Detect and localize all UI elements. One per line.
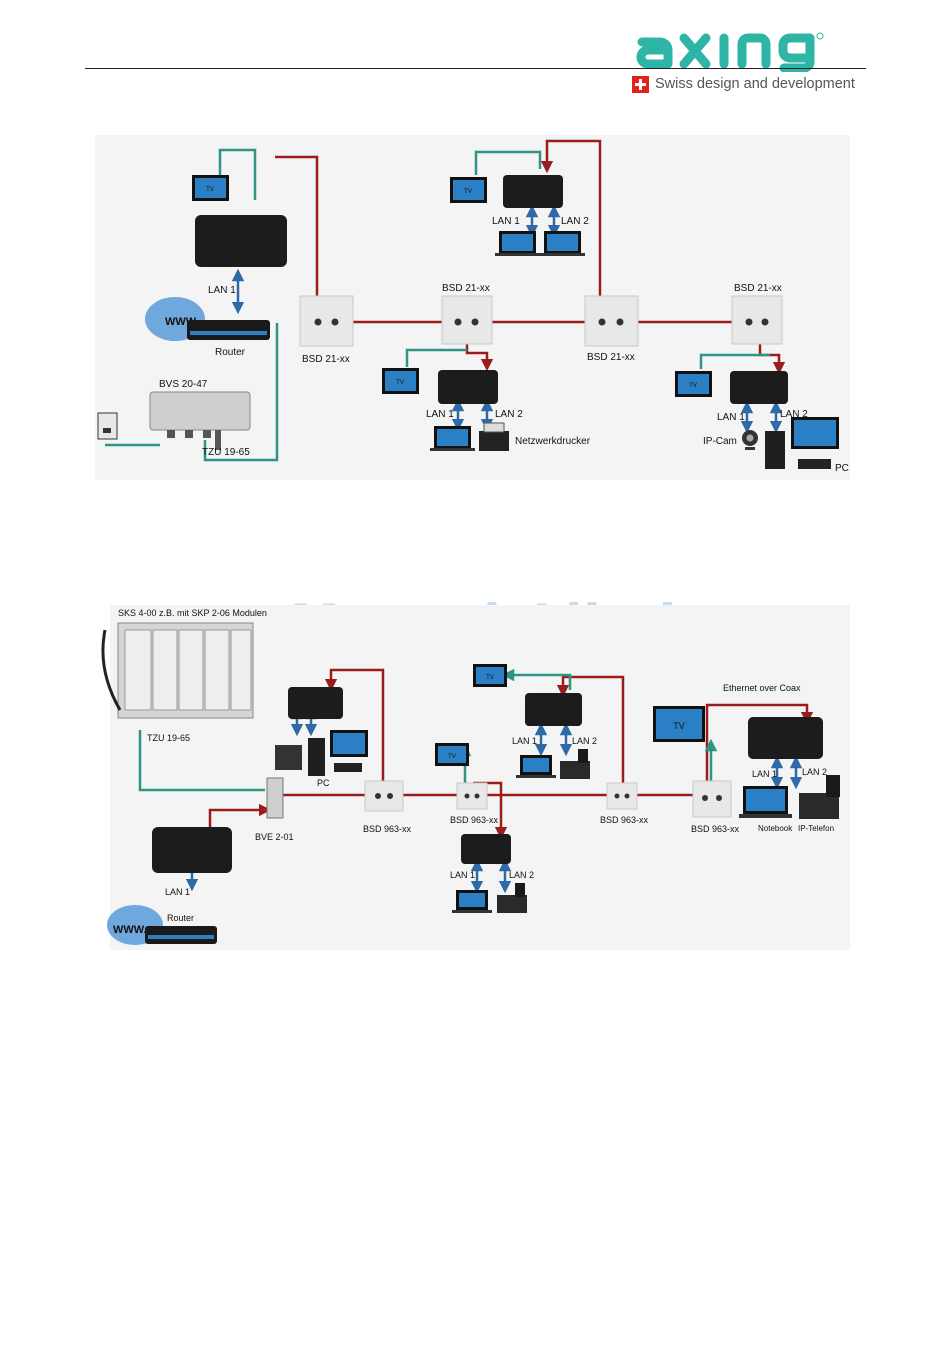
header-rule	[85, 68, 866, 69]
eoc-adapter-2	[503, 175, 563, 208]
laptop-icon	[495, 231, 540, 256]
eoc-adapter	[461, 834, 511, 864]
svg-text:TV: TV	[486, 675, 494, 681]
ip-telephone-icon	[799, 775, 840, 819]
svg-text:TV: TV	[673, 721, 685, 731]
label-lan1: LAN 1	[426, 409, 454, 420]
ip-cam-icon	[742, 430, 758, 450]
label-notebook: Notebook	[758, 824, 793, 833]
pc-icon	[275, 730, 368, 776]
label-router: Router	[215, 347, 246, 358]
svg-text:TV: TV	[206, 187, 214, 193]
label-lan1: LAN 1	[492, 216, 520, 227]
sks-headend	[101, 622, 254, 719]
label-ip-cam: IP-Cam	[703, 436, 737, 447]
laptop-icon	[430, 426, 475, 451]
wall-power-socket	[97, 412, 118, 440]
eoc-adapter	[288, 687, 343, 719]
svg-text:WWW.: WWW.	[113, 924, 147, 936]
printer-icon	[479, 422, 509, 451]
eoc-adapter	[748, 717, 823, 759]
tv-icon: TV	[473, 664, 507, 687]
label-lan1: LAN 1	[717, 412, 745, 423]
label-bvs: BVS 20-47	[159, 379, 208, 390]
bsd963-socket-2	[456, 782, 488, 810]
laptop-icon	[540, 231, 585, 256]
axing-logo: axing	[632, 24, 824, 72]
eoc-adapter	[525, 693, 582, 726]
eoc-adapter	[152, 827, 232, 873]
label-tzu: TZU 19-65	[147, 733, 190, 743]
bvs-amplifier	[149, 391, 251, 450]
label-router: Router	[167, 913, 194, 923]
label-pc: PC	[317, 778, 330, 788]
label-sks: SKS 4-00 z.B. mit SKP 2-06 Modulen	[118, 608, 267, 618]
logo-text: axing	[632, 24, 635, 25]
label-lan1: LAN 1	[752, 769, 777, 779]
svg-text:TV: TV	[448, 754, 456, 760]
label-bve: BVE 2-01	[255, 832, 294, 842]
bsd-socket-2	[441, 295, 493, 345]
bsd963-socket-1	[364, 780, 404, 812]
bsd-socket-3	[584, 295, 639, 347]
label-bsd-4: BSD 21-xx	[734, 283, 782, 294]
router-icon	[187, 320, 270, 340]
eoc-adapter-3	[438, 370, 498, 404]
label-bsd963: BSD 963-xx	[363, 824, 412, 834]
bsd-socket-4	[731, 295, 783, 345]
label-lan2: LAN 2	[780, 409, 808, 420]
label-lan2: LAN 2	[509, 870, 534, 880]
label-lan2: LAN 2	[572, 736, 597, 746]
eoc-adapter-4	[730, 371, 788, 404]
bsd963-socket-4	[692, 780, 732, 818]
svg-text:TV: TV	[689, 383, 697, 389]
label-lan1: LAN 1	[208, 285, 236, 296]
swiss-flag-icon	[632, 75, 649, 93]
label-bsd963: BSD 963-xx	[600, 815, 649, 825]
notebook-icon	[739, 786, 792, 818]
phone-icon	[497, 883, 527, 913]
phone-icon	[560, 749, 590, 779]
diagram-coax-network-1: TV TV TV TV WWW.	[95, 135, 850, 480]
tagline: Swiss design and development	[632, 74, 855, 94]
label-bsd-1: BSD 21-xx	[302, 354, 350, 365]
pc-icon	[765, 417, 839, 469]
laptop-icon	[516, 755, 556, 778]
label-bsd-2: BSD 21-xx	[442, 283, 490, 294]
svg-text:TV: TV	[396, 380, 404, 386]
label-lan2: LAN 2	[495, 409, 523, 420]
svg-text:TV: TV	[464, 189, 472, 195]
bsd963-socket-3	[606, 782, 638, 810]
label-tzu: TZU 19-65	[202, 447, 250, 458]
label-eoc: Ethernet over Coax	[723, 683, 801, 693]
tv-icon: TV	[435, 743, 469, 766]
label-pc: PC	[835, 463, 849, 474]
tagline-text: Swiss design and development	[655, 76, 855, 92]
label-bsd963: BSD 963-xx	[450, 815, 499, 825]
label-bsd-3: BSD 21-xx	[587, 352, 635, 363]
label-lan1: LAN 1	[165, 887, 190, 897]
label-printer: Netzwerkdrucker	[515, 436, 591, 447]
tv-icon: TV	[653, 706, 705, 742]
label-lan1: LAN 1	[512, 736, 537, 746]
label-lan1: LAN 1	[450, 870, 475, 880]
eoc-adapter-1	[195, 215, 287, 267]
laptop-icon	[452, 890, 492, 913]
label-bsd963: BSD 963-xx	[691, 824, 740, 834]
router-icon	[145, 926, 217, 944]
bve-splitter	[266, 777, 284, 819]
diagram-coax-network-2: TV TV TV WWW.	[101, 605, 850, 950]
label-ip-telephone: IP-Telefon	[798, 824, 834, 833]
label-lan2: LAN 2	[561, 216, 589, 227]
bsd-socket-1	[299, 295, 354, 347]
label-lan2: LAN 2	[802, 767, 827, 777]
